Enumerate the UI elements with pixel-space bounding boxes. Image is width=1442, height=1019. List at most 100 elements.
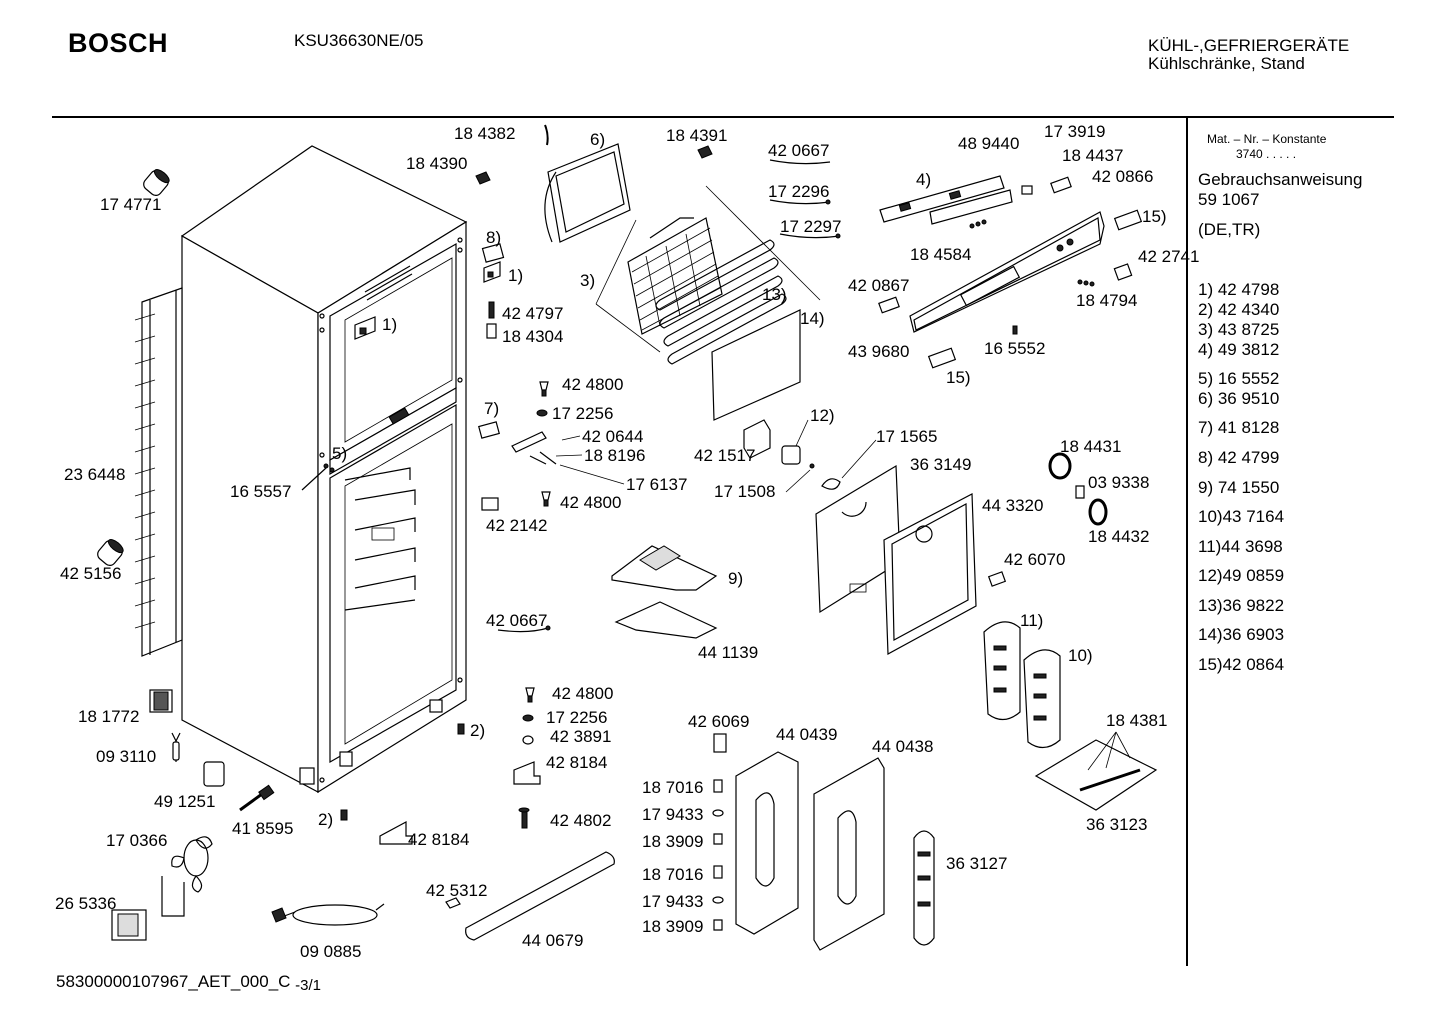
callout-labels: 17 4771 23 6448 42 5156 18 1772 09 3110 … (55, 122, 1199, 961)
callout-label: 17 1508 (714, 482, 775, 501)
document-id: 58300000107967_AET_000_C -3/1 (56, 972, 322, 994)
fan-cover (743, 419, 1108, 655)
model-number: KSU36630NE/05 (294, 31, 424, 50)
part-list-item: 5) 16 5552 (1198, 369, 1280, 388)
ref-marker: 8) (486, 228, 501, 247)
callout-label: 18 4437 (1062, 146, 1123, 165)
part-list-item: 11)44 3698 (1198, 537, 1283, 556)
callout-label: 18 8196 (584, 446, 645, 465)
callout-label: 43 9680 (848, 342, 909, 361)
callout-label: 42 0867 (848, 276, 909, 295)
callout-label: 36 3127 (946, 854, 1007, 873)
ref-marker: 2) (470, 721, 485, 740)
callout-label: 17 0366 (106, 831, 167, 850)
manual-number: 59 1067 (1198, 190, 1260, 209)
part-list-item: 12)49 0859 (1198, 566, 1285, 585)
callout-label: 17 9433 (642, 892, 703, 911)
callout-label: 41 8595 (232, 819, 293, 838)
ref-marker: 6) (590, 130, 605, 149)
reference-markers: 1) 1) 2) 2) 3) 4) 5) 6) 7) 8) 9) 10) 11)… (318, 130, 1167, 829)
callout-label: 17 9433 (642, 805, 703, 824)
page-number: -3/1 (295, 977, 322, 994)
callout-label: 17 1565 (876, 427, 937, 446)
part-list-item: 1) 42 4798 (1198, 280, 1280, 299)
callout-label: 42 4800 (552, 684, 613, 703)
callout-label: 42 4800 (562, 375, 623, 394)
part-list-item: 6) 36 9510 (1198, 389, 1280, 408)
callout-label: 17 2296 (768, 182, 829, 201)
brand-logo: BOSCH (68, 28, 169, 58)
callout-label: 03 9338 (1088, 473, 1149, 492)
part-list-item: 7) 41 8128 (1198, 418, 1280, 437)
part-list-item: 3) 43 8725 (1198, 320, 1280, 339)
callout-label: 09 3110 (96, 747, 156, 766)
ref-marker: 15) (1142, 207, 1167, 226)
callout-label: 18 7016 (642, 865, 703, 884)
sidebar-divider (1186, 118, 1188, 966)
category-title: KÜHL-,GEFRIERGERÄTE (1148, 36, 1350, 55)
exploded-parts-diagram: 17 4771 23 6448 42 5156 18 1772 09 3110 … (55, 122, 1199, 961)
callout-label: 42 2142 (486, 516, 547, 535)
part-list-item: 10)43 7164 (1198, 507, 1285, 526)
ref-marker: 1) (382, 315, 397, 334)
ref-marker: 11) (1020, 611, 1043, 630)
ref-marker: 7) (484, 399, 499, 418)
callout-label: 42 0667 (486, 611, 547, 630)
callout-label: 17 4771 (100, 195, 161, 214)
callout-label: 18 3909 (642, 917, 703, 936)
callout-label: 42 8184 (546, 753, 607, 772)
header-divider (52, 116, 1394, 118)
callout-label: 18 4794 (1076, 291, 1137, 310)
callout-label: 42 0667 (768, 141, 829, 160)
callout-label: 42 4797 (502, 304, 563, 323)
left-parts (97, 169, 385, 941)
callout-label: 44 0438 (872, 737, 933, 756)
callout-label: 26 5336 (55, 894, 116, 913)
ref-marker: 4) (916, 170, 931, 189)
condenser (134, 287, 183, 657)
callout-label: 42 5156 (60, 564, 121, 583)
material-number-label: Mat. – Nr. – Konstante (1207, 132, 1327, 146)
callout-label: 18 4432 (1088, 527, 1149, 546)
callout-label: 42 3891 (550, 727, 611, 746)
callout-label: 18 4304 (502, 327, 563, 346)
callout-label: 36 3123 (1086, 815, 1147, 834)
part-list-item: 14)36 6903 (1198, 625, 1285, 644)
callout-label: 42 4800 (560, 493, 621, 512)
ref-marker: 14) (800, 309, 825, 328)
callout-label: 17 3919 (1044, 122, 1105, 141)
ref-marker: 9) (728, 569, 743, 588)
callout-label: 42 6069 (688, 712, 749, 731)
ref-marker: 3) (580, 271, 595, 290)
callout-label: 18 4390 (406, 154, 467, 173)
callout-label: 42 8184 (408, 830, 469, 849)
callout-label: 44 1139 (698, 643, 758, 662)
ref-marker: 15) (946, 368, 971, 387)
callout-label: 17 6137 (626, 475, 687, 494)
material-number-value: 3740 . . . . . (1236, 147, 1297, 161)
hinge-parts (478, 243, 625, 511)
category-subtitle: Kühlschränke, Stand (1148, 54, 1305, 73)
callout-label: 44 0679 (522, 931, 583, 950)
callout-label: 42 2741 (1138, 247, 1199, 266)
callout-label: 42 6070 (1004, 550, 1065, 569)
callout-label: 18 7016 (642, 778, 703, 797)
callout-label: 49 1251 (154, 792, 215, 811)
part-list-item: 13)36 9822 (1198, 596, 1285, 615)
callout-label: 18 4382 (454, 124, 515, 143)
callout-label: 18 4381 (1106, 711, 1167, 730)
ref-marker: 10) (1068, 646, 1093, 665)
control-panel (878, 175, 1143, 369)
callout-label: 42 0866 (1092, 167, 1153, 186)
callout-label: 17 2297 (780, 217, 841, 236)
ref-marker: 2) (318, 810, 333, 829)
door-bins (983, 621, 1158, 811)
part-list-item: 4) 49 3812 (1198, 340, 1280, 359)
ref-marker: 12) (810, 406, 835, 425)
ref-marker: 5) (332, 444, 347, 463)
document-code: 58300000107967_AET_000_C (56, 972, 291, 991)
callout-label: 18 4584 (910, 245, 971, 264)
callout-label: 42 0644 (582, 427, 643, 446)
callout-label: 44 0439 (776, 725, 837, 744)
callout-label: 17 2256 (552, 404, 613, 423)
